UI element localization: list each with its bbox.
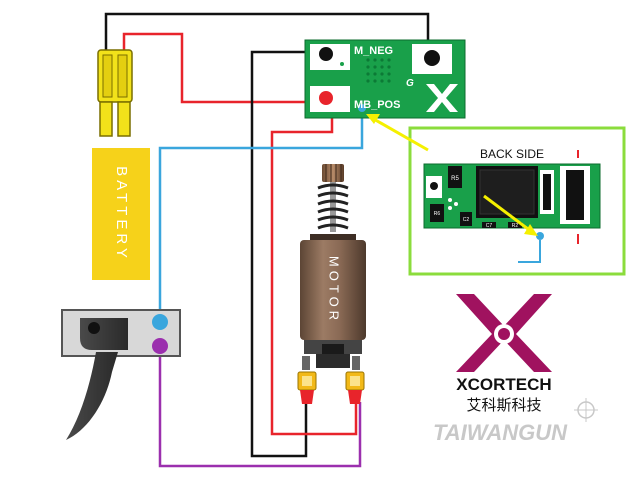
board-label-m-neg: M_NEG [354, 45, 393, 57]
trigger-contact-blue [152, 314, 168, 330]
back-side-contact [536, 232, 544, 240]
chip-label-c7: C7 [486, 223, 493, 229]
mosfet-board: M_NEG G MB_POS [304, 39, 466, 119]
board-label-mb-pos: MB_POS [354, 99, 400, 111]
board-x-logo [426, 84, 458, 112]
taiwangun-watermark: TAIWANGUN [433, 398, 598, 445]
callout-arrow [366, 114, 538, 236]
chip-label-r2: R2 [512, 223, 519, 229]
spade-connector-left [297, 371, 317, 404]
back-side-title: BACK SIDE [480, 147, 544, 161]
pad-g [424, 50, 440, 66]
brand-chinese-name: 艾科斯科技 [466, 397, 541, 414]
wire-red-board-to-motor [270, 110, 358, 436]
trigger [61, 309, 181, 440]
motor-label: MOTOR [327, 256, 342, 324]
chip-label-r5: R5 [451, 176, 459, 182]
chip-label-r6: R6 [434, 211, 441, 217]
watermark-text: TAIWANGUN [433, 420, 568, 445]
wire-red-battery-to-mb-pos [122, 32, 318, 104]
chip-label-c2: C2 [463, 217, 470, 223]
motor: MOTOR [300, 164, 366, 370]
battery-connector [97, 49, 133, 137]
brand-name: XCORTECH [456, 375, 551, 394]
board-label-g: G [406, 78, 414, 89]
wire-black-battery-to-g [104, 12, 430, 54]
wire-black-mneg-to-motor [250, 50, 324, 458]
battery-label: BATTERY [113, 166, 130, 262]
pad-mb-pos [319, 91, 333, 105]
motor-can [300, 240, 366, 340]
trigger-contact-purple [152, 338, 168, 354]
pad-trigger [358, 104, 366, 112]
trigger-blade [66, 352, 118, 440]
wire-blue-board-to-trigger [158, 112, 364, 318]
xcortech-logo: XCORTECH 艾科斯科技 [456, 294, 552, 414]
pad-m-neg [319, 47, 333, 61]
back-side-callout: BACK SIDE R5 C7 R2 C2 R6 [408, 126, 626, 276]
spade-connector-right [345, 371, 365, 404]
battery: BATTERY [92, 148, 150, 280]
wire-purple-trigger-to-motor [158, 348, 362, 468]
